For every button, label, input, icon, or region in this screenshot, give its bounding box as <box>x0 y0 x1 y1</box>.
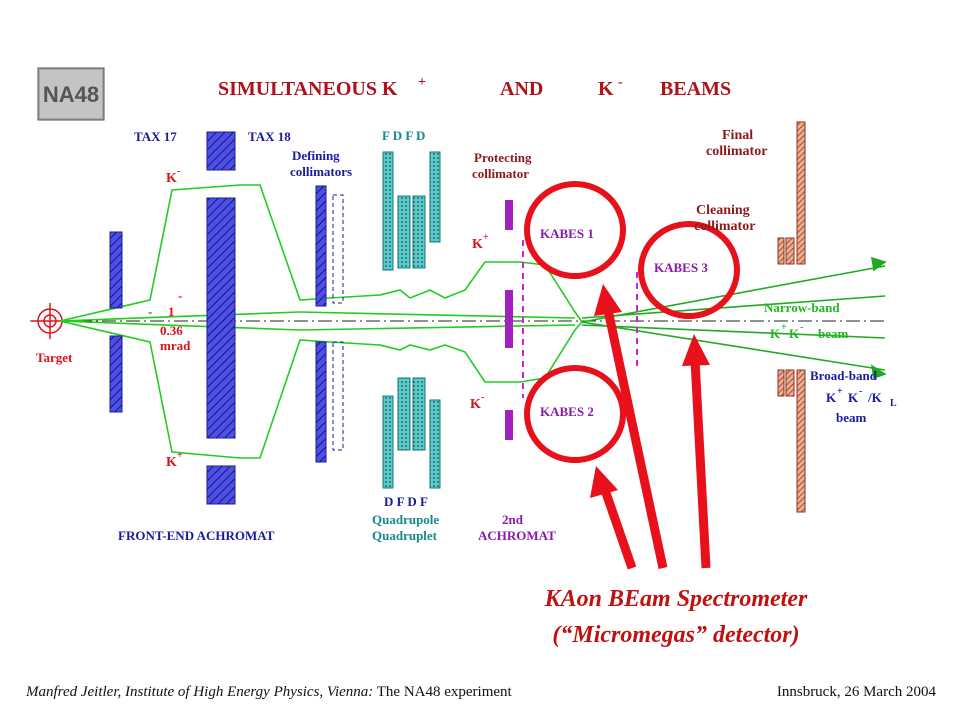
label-narrow-k: K <box>770 326 781 341</box>
logo-text: NA48 <box>43 82 99 107</box>
label-quadruplet: Quadruplet <box>372 528 438 543</box>
footer: Manfred Jeitler, Institute of High Energ… <box>0 684 960 708</box>
k-minus-path <box>59 184 583 323</box>
label-tax18: TAX 18 <box>248 129 291 144</box>
footer-talk: The NA48 experiment <box>373 684 512 700</box>
footer-place: Innsbruck, 26 March 2004 <box>776 684 936 700</box>
label-kplus-left-sup: + <box>177 450 183 461</box>
label-broad-k2: K <box>848 390 859 405</box>
label-broad-beam: beam <box>836 410 867 425</box>
quadrupoles <box>382 151 441 489</box>
label-final-2: collimator <box>706 144 767 159</box>
label-kminus-right-sup: - <box>481 392 484 403</box>
label-kplus-right-sup: + <box>483 232 489 243</box>
label-kminus-left-sup: - <box>177 166 180 177</box>
label-angle-value: 0.36 <box>160 323 183 338</box>
kabes-highlight-circles <box>524 181 740 463</box>
label-broad-k: K <box>826 390 837 405</box>
title-simultaneous: SIMULTANEOUS K <box>218 78 398 100</box>
label-protecting-2: collimator <box>472 166 529 181</box>
label-narrow-beam: beam <box>818 326 849 341</box>
output-beams <box>581 256 887 380</box>
label-angle-dash2: - <box>178 288 182 303</box>
caption-line1: KAon BEam Spectrometer <box>544 586 808 612</box>
label-fdfd-top: F D F D <box>382 128 425 143</box>
label-broad-kl-sub: L <box>890 398 897 409</box>
label-broad-kminus-sup: - <box>859 386 862 397</box>
label-kabes1: KABES 1 <box>540 226 594 241</box>
footer-author: Manfred Jeitler, Institute of High Energ… <box>26 684 374 700</box>
label-tax17: TAX 17 <box>134 129 177 144</box>
caption-line2: (“Micromegas” detector) <box>552 622 799 648</box>
label-defining-1: Defining <box>292 148 340 163</box>
k-plus-path <box>59 320 583 459</box>
kabes-detectors <box>505 200 638 440</box>
label-kplus-left: K <box>166 455 177 470</box>
label-dfdf-bottom: D F D F <box>384 494 428 509</box>
title-and: AND <box>500 78 543 100</box>
title-k: K <box>598 78 614 100</box>
label-2nd: 2nd <box>502 512 524 527</box>
na48-logo: NA48 <box>37 67 105 121</box>
label-angle-one: 1 <box>168 304 175 319</box>
label-narrow-kminus-sup: - <box>800 322 803 333</box>
label-final-1: Final <box>722 128 753 143</box>
kabes3-circle <box>638 221 740 319</box>
label-kabes2: KABES 2 <box>540 404 594 419</box>
label-cleaning-1: Cleaning <box>696 203 750 218</box>
label-front-end-achromat: FRONT-END ACHROMAT <box>118 528 275 543</box>
label-kplus-right: K <box>472 237 483 252</box>
label-angle-dash: - <box>148 304 152 319</box>
label-protecting-1: Protecting <box>474 150 532 165</box>
label-narrow-k2: K <box>789 326 800 341</box>
beam-paths <box>59 184 583 459</box>
label-quadrupole: Quadrupole <box>372 512 439 527</box>
pointer-arrows <box>590 284 711 570</box>
label-kminus-left: K <box>166 171 177 186</box>
label-broad-band: Broad-band <box>810 368 878 383</box>
label-narrow-kplus-sup: + <box>781 322 787 333</box>
title-kplus-sup: + <box>418 75 426 90</box>
kabes1-circle <box>524 181 626 279</box>
label-broad-kplus-sup: + <box>837 386 843 397</box>
label-kabes3: KABES 3 <box>654 260 708 275</box>
title-beams: BEAMS <box>660 78 731 100</box>
label-narrow-band: Narrow-band <box>764 300 840 315</box>
label-cleaning-2: collimator <box>694 219 755 234</box>
title-kminus-sup: - <box>618 75 623 90</box>
label-angle-unit: mrad <box>160 338 191 353</box>
dipole-magnets <box>109 131 344 505</box>
kabes2-circle <box>524 365 626 463</box>
label-target: Target <box>36 350 73 365</box>
label-broad-kl: /K <box>867 390 883 405</box>
label-defining-2: collimators <box>290 164 352 179</box>
footer-left: Manfred Jeitler, Institute of High Energ… <box>26 684 512 701</box>
label-achromat: ACHROMAT <box>478 528 556 543</box>
page-title: SIMULTANEOUS K + AND K - BEAMS <box>218 75 731 100</box>
final-collimators <box>777 121 806 513</box>
label-kminus-right: K <box>470 397 481 412</box>
